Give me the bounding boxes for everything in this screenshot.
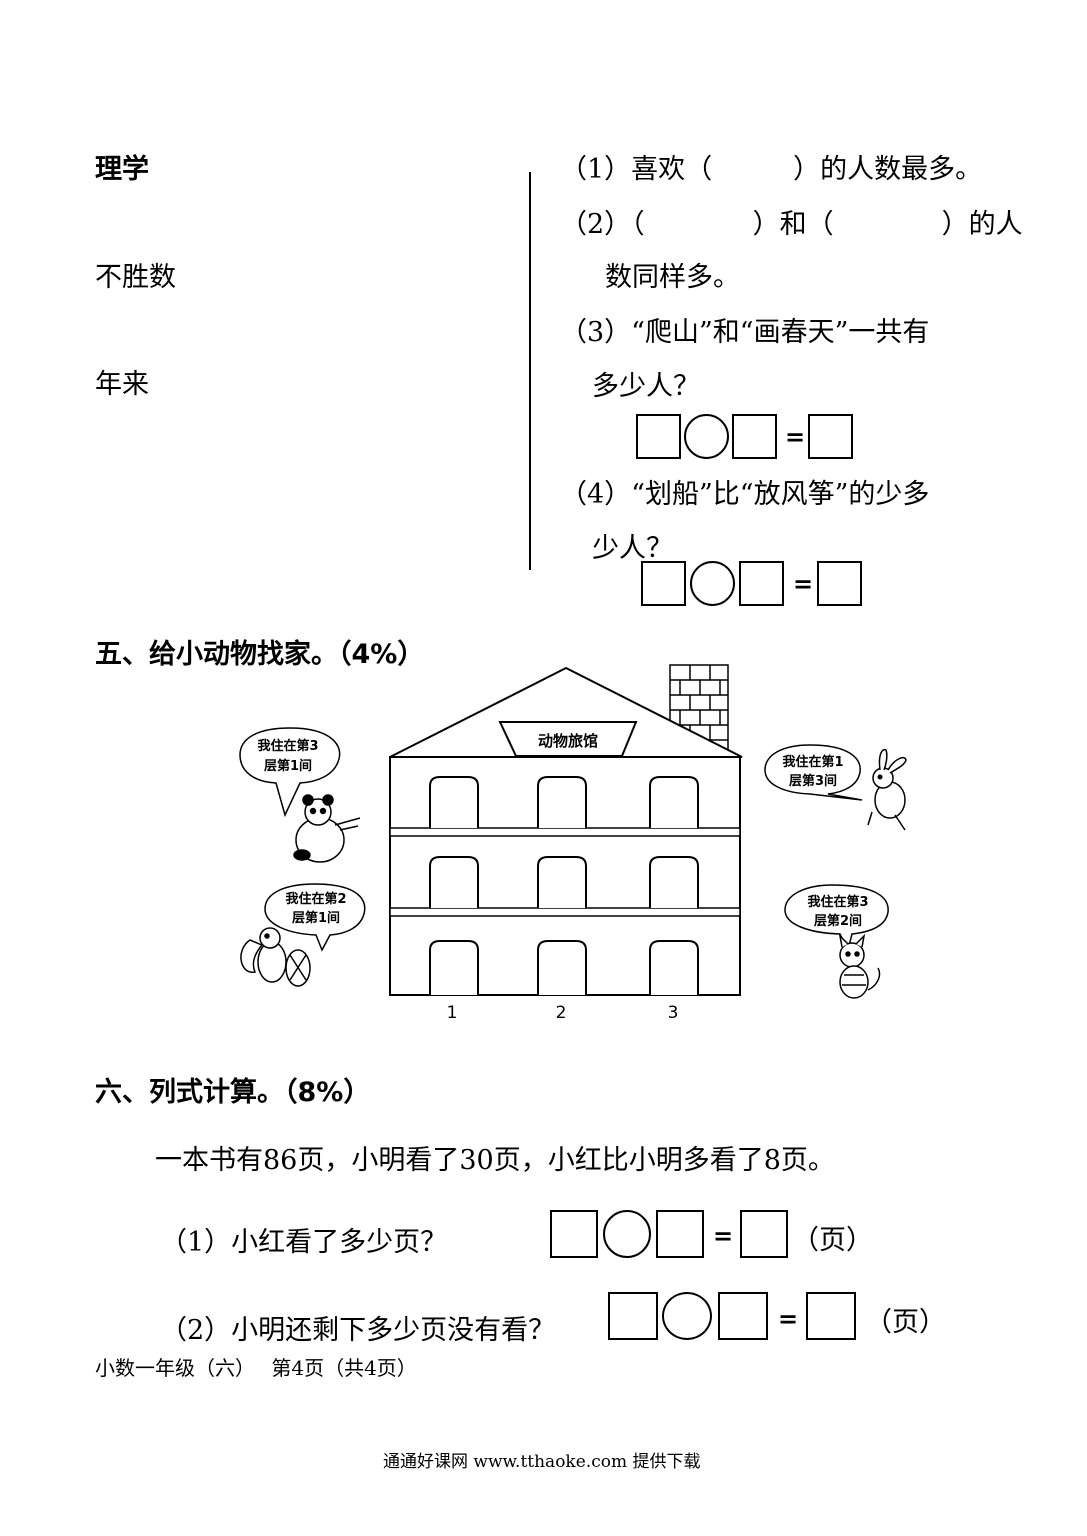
source-credit: 通通好课网 www.tthaoke.com 提供下载 <box>383 1452 701 1472</box>
question-3-line1: （3）“爬山”和“画春天”一共有 <box>560 317 930 348</box>
operator-circle[interactable] <box>684 414 729 459</box>
answer-box[interactable] <box>656 1210 704 1258</box>
bubble-text: 我住在第1 <box>782 754 843 770</box>
speech-bubble-squirrel <box>264 883 366 952</box>
bubble-text: 层第1间 <box>292 910 340 926</box>
cat-icon <box>838 933 881 999</box>
equals-sign: = <box>778 1305 799 1333</box>
question-2-line1: （2）（ ）和（ ）的人 <box>560 209 1023 240</box>
answer-box[interactable] <box>636 414 681 459</box>
operator-circle[interactable] <box>662 1292 712 1340</box>
answer-box[interactable] <box>718 1292 768 1340</box>
question-4-line2: 少人？ <box>592 533 673 564</box>
hotel-sign-text: 动物旅馆 <box>538 732 598 750</box>
section-6-question-2: （2）小明还剩下多少页没有看？ <box>160 1315 556 1346</box>
section-5-title: 五、给小动物找家。（4%） <box>95 639 425 670</box>
result-box[interactable] <box>806 1292 856 1340</box>
bubble-text: 我住在第3 <box>807 894 868 910</box>
answer-box[interactable] <box>550 1210 598 1258</box>
result-box[interactable] <box>808 414 853 459</box>
column-number: 3 <box>668 1003 679 1023</box>
bubble-text: 我住在第2 <box>285 891 346 907</box>
unit-label: （页） <box>865 1307 946 1338</box>
result-box[interactable] <box>740 1210 788 1258</box>
bubble-text: 层第2间 <box>814 913 862 929</box>
operator-circle[interactable] <box>690 561 735 606</box>
answer-box[interactable] <box>641 561 686 606</box>
word-problem: 一本书有86页，小明看了30页，小红比小明多看了8页。 <box>155 1145 835 1176</box>
page-info: 小数一年级（六） 第4页（共4页） <box>95 1356 417 1380</box>
bubble-text: 我住在第3 <box>257 738 318 754</box>
column-number: 1 <box>447 1003 458 1023</box>
section-6-title: 六、列式计算。（8%） <box>95 1077 371 1108</box>
equals-sign: = <box>785 423 806 451</box>
floor-ledge <box>389 827 741 837</box>
animal-hotel-illustration: 动物旅馆 1 2 3 我住在第3 层第1间 我住在第2 层第1间 <box>239 664 907 1023</box>
rabbit-icon <box>867 748 907 831</box>
speech-bubble-rabbit <box>764 744 863 801</box>
result-box[interactable] <box>817 561 862 606</box>
question-4-line1: （4）“划船”比“放风筝”的少多 <box>560 479 930 510</box>
unit-label: （页） <box>792 1225 873 1256</box>
answer-box[interactable] <box>608 1292 658 1340</box>
left-text-1: 理学 <box>95 154 149 185</box>
bubble-text: 层第1间 <box>264 758 312 774</box>
equals-sign: = <box>793 570 814 598</box>
question-1: （1）喜欢（ ）的人数最多。 <box>560 154 983 185</box>
question-2-line2: 数同样多。 <box>605 262 740 293</box>
squirrel-icon <box>240 927 311 987</box>
answer-box[interactable] <box>732 414 777 459</box>
left-text-2: 不胜数 <box>95 262 176 293</box>
question-3-line2: 多少人？ <box>592 371 700 402</box>
operator-circle[interactable] <box>603 1210 651 1258</box>
section-6-question-1: （1）小红看了多少页？ <box>160 1227 448 1258</box>
rooms <box>429 776 699 995</box>
column-divider <box>529 172 531 570</box>
panda-icon <box>293 794 361 863</box>
answer-box[interactable] <box>739 561 784 606</box>
left-text-3: 年来 <box>95 369 149 400</box>
equals-sign: = <box>713 1222 734 1250</box>
speech-bubble-panda <box>239 727 341 818</box>
column-number: 2 <box>556 1003 567 1023</box>
floor-ledge <box>389 907 741 917</box>
bubble-text: 层第3间 <box>789 773 837 789</box>
